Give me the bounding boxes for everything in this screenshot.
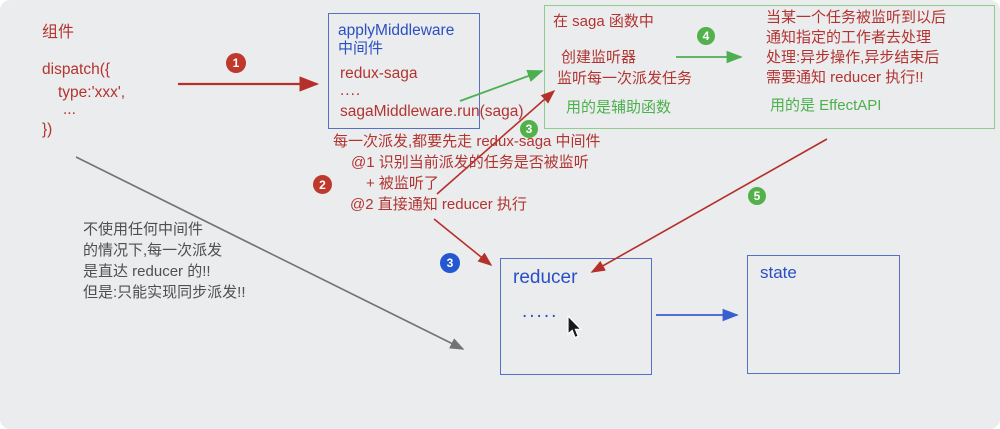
arrow-notify-to-reducer xyxy=(433,218,493,267)
state-box xyxy=(747,255,900,374)
step-badge-2: 2 xyxy=(313,175,332,194)
worker-line4: 需要通知 reducer 执行!! xyxy=(766,69,924,86)
worker-line2: 通知指定的工作者去处理 xyxy=(766,29,932,46)
reducer-box xyxy=(500,258,652,375)
dispatch-code-line1: dispatch({ xyxy=(42,61,111,78)
middleware-note-line4: @2 直接通知 reducer 执行 xyxy=(350,196,527,213)
middleware-note-line2: @1 识别当前派发的任务是否被监听 xyxy=(351,154,589,171)
apply-middleware-title-line2: 中间件 xyxy=(338,40,384,57)
apply-middleware-box xyxy=(328,13,480,129)
step-badge-1: 1 xyxy=(226,53,246,73)
step-badge-3-blue: 3 xyxy=(440,253,460,273)
no-middleware-note-line4: 但是:只能实现同步派发!! xyxy=(83,284,246,301)
saga-box-heading: 在 saga 函数中 xyxy=(553,13,654,30)
worker-line1: 当某一个任务被监听到以后 xyxy=(766,9,947,26)
step-badge-4: 4 xyxy=(697,27,715,45)
mouse-cursor-icon xyxy=(567,315,583,339)
saga-middleware-run-label: sagaMiddleware.run(saga) xyxy=(340,103,524,120)
arrow-run-saga-to-saga-box xyxy=(459,70,544,102)
middleware-note-line3: + 被监听了 xyxy=(366,175,439,192)
middleware-dots: .... xyxy=(340,82,362,99)
component-title: 组件 xyxy=(42,24,75,41)
dispatch-code-line4: }) xyxy=(42,121,53,138)
no-middleware-note-line1: 不使用任何中间件 xyxy=(83,221,204,238)
no-middleware-note-line3: 是直达 reducer 的!! xyxy=(83,263,211,280)
state-title: state xyxy=(760,263,797,282)
dispatch-code-line3: ... xyxy=(63,101,76,118)
helper-functions-note: 用的是辅助函数 xyxy=(566,99,672,116)
saga-box xyxy=(544,5,995,129)
arrow-listened-to-listener xyxy=(436,89,556,195)
worker-line3: 处理:异步操作,异步结束后 xyxy=(766,49,940,66)
middleware-note-line1: 每一次派发,都要先走 redux-saga 中间件 xyxy=(333,133,601,150)
step-badge-3-green: 3 xyxy=(520,120,538,138)
arrow-worker-to-reducer xyxy=(590,138,828,273)
listen-dispatch-label: 监听每一次派发任务 xyxy=(557,70,693,87)
reducer-dots: ..... xyxy=(522,301,559,322)
redux-saga-label: redux-saga xyxy=(340,65,418,82)
no-middleware-note-line2: 的情况下,每一次派发 xyxy=(83,242,223,259)
dispatch-code-line2: type:'xxx', xyxy=(58,84,126,101)
step-badge-5: 5 xyxy=(748,187,766,205)
effect-api-note: 用的是 EffectAPI xyxy=(770,97,882,114)
create-listener-label: 创建监听器 xyxy=(561,49,637,66)
reducer-title: reducer xyxy=(513,267,578,288)
apply-middleware-title-line1: applyMiddleware xyxy=(338,22,455,39)
arrow-dispatch-direct-to-reducer xyxy=(75,156,465,350)
